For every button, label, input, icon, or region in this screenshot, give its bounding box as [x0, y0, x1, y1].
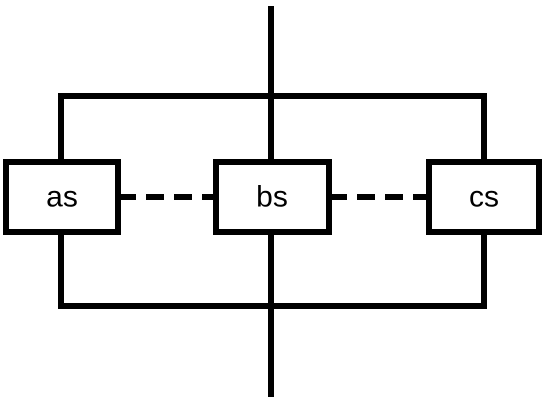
node-cs: cs — [426, 159, 542, 235]
node-bs-label: bs — [256, 181, 288, 214]
outer-loop-bottom — [58, 232, 487, 309]
node-cs-box — [426, 159, 542, 235]
node-bs: bs — [213, 159, 332, 235]
node-cs-label: cs — [469, 181, 499, 214]
outer-loop-top — [58, 93, 487, 162]
node-as: as — [3, 159, 121, 235]
node-as-label: as — [46, 181, 78, 214]
node-bs-box — [213, 159, 332, 235]
node-as-box — [3, 159, 121, 235]
